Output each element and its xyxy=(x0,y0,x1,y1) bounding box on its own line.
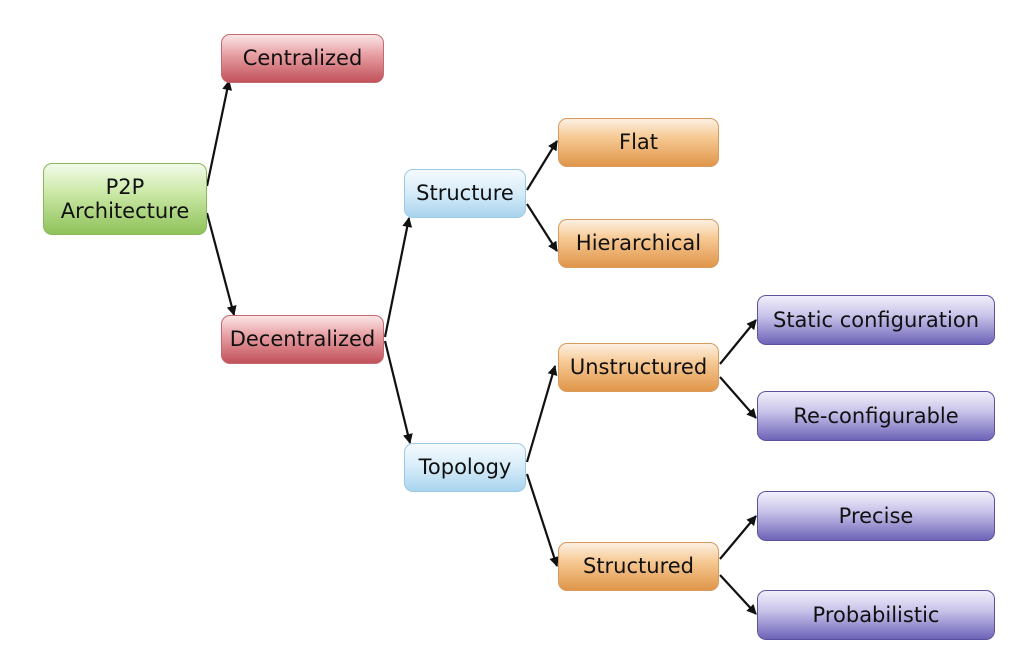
node-topology: Topology xyxy=(404,443,526,492)
node-precise: Precise xyxy=(757,491,995,541)
node-p2p-line1: P2P xyxy=(105,174,145,199)
node-unstructured: Unstructured xyxy=(558,343,719,392)
node-precise-label: Precise xyxy=(838,503,914,528)
node-decentralized-label: Decentralized xyxy=(229,327,376,352)
edge-topology-to-structured xyxy=(525,473,559,567)
node-structure: Structure xyxy=(404,169,526,218)
edge-p2p-to-centralized xyxy=(205,80,233,187)
node-reconfigurable: Re-configurable xyxy=(757,391,995,441)
node-static-configuration: Static configuration xyxy=(757,295,995,345)
node-static-configuration-label: Static configuration xyxy=(772,307,980,332)
edge-decentralized-to-topology xyxy=(383,340,413,444)
edge-topology-to-unstructured xyxy=(525,365,558,463)
node-p2p-architecture: P2P Architecture xyxy=(43,163,207,235)
node-topology-label: Topology xyxy=(418,455,512,480)
node-flat: Flat xyxy=(558,118,719,167)
node-structured-label: Structured xyxy=(582,554,695,579)
node-probabilistic-label: Probabilistic xyxy=(812,602,940,627)
edge-structure-to-flat xyxy=(526,140,558,191)
node-flat-label: Flat xyxy=(618,130,659,155)
edge-unstructured-to-static xyxy=(719,319,757,365)
node-centralized: Centralized xyxy=(221,34,384,83)
edge-p2p-to-decentralized xyxy=(205,212,237,316)
node-hierarchical-label: Hierarchical xyxy=(575,231,702,256)
node-p2p-line2: Architecture xyxy=(60,199,190,223)
edge-decentralized-to-structure xyxy=(383,217,413,338)
node-hierarchical: Hierarchical xyxy=(558,219,719,268)
edge-structure-to-hierarchical xyxy=(526,203,558,252)
node-probabilistic: Probabilistic xyxy=(757,590,995,640)
edge-unstructured-to-reconfigurable xyxy=(719,376,757,419)
node-reconfigurable-label: Re-configurable xyxy=(793,403,959,428)
node-decentralized: Decentralized xyxy=(221,315,384,364)
node-structure-label: Structure xyxy=(416,181,514,206)
edge-structured-to-probabilistic xyxy=(719,574,757,615)
node-centralized-label: Centralized xyxy=(242,46,363,71)
node-unstructured-label: Unstructured xyxy=(569,355,708,380)
edge-structured-to-precise xyxy=(719,515,757,560)
node-structured: Structured xyxy=(558,542,719,591)
